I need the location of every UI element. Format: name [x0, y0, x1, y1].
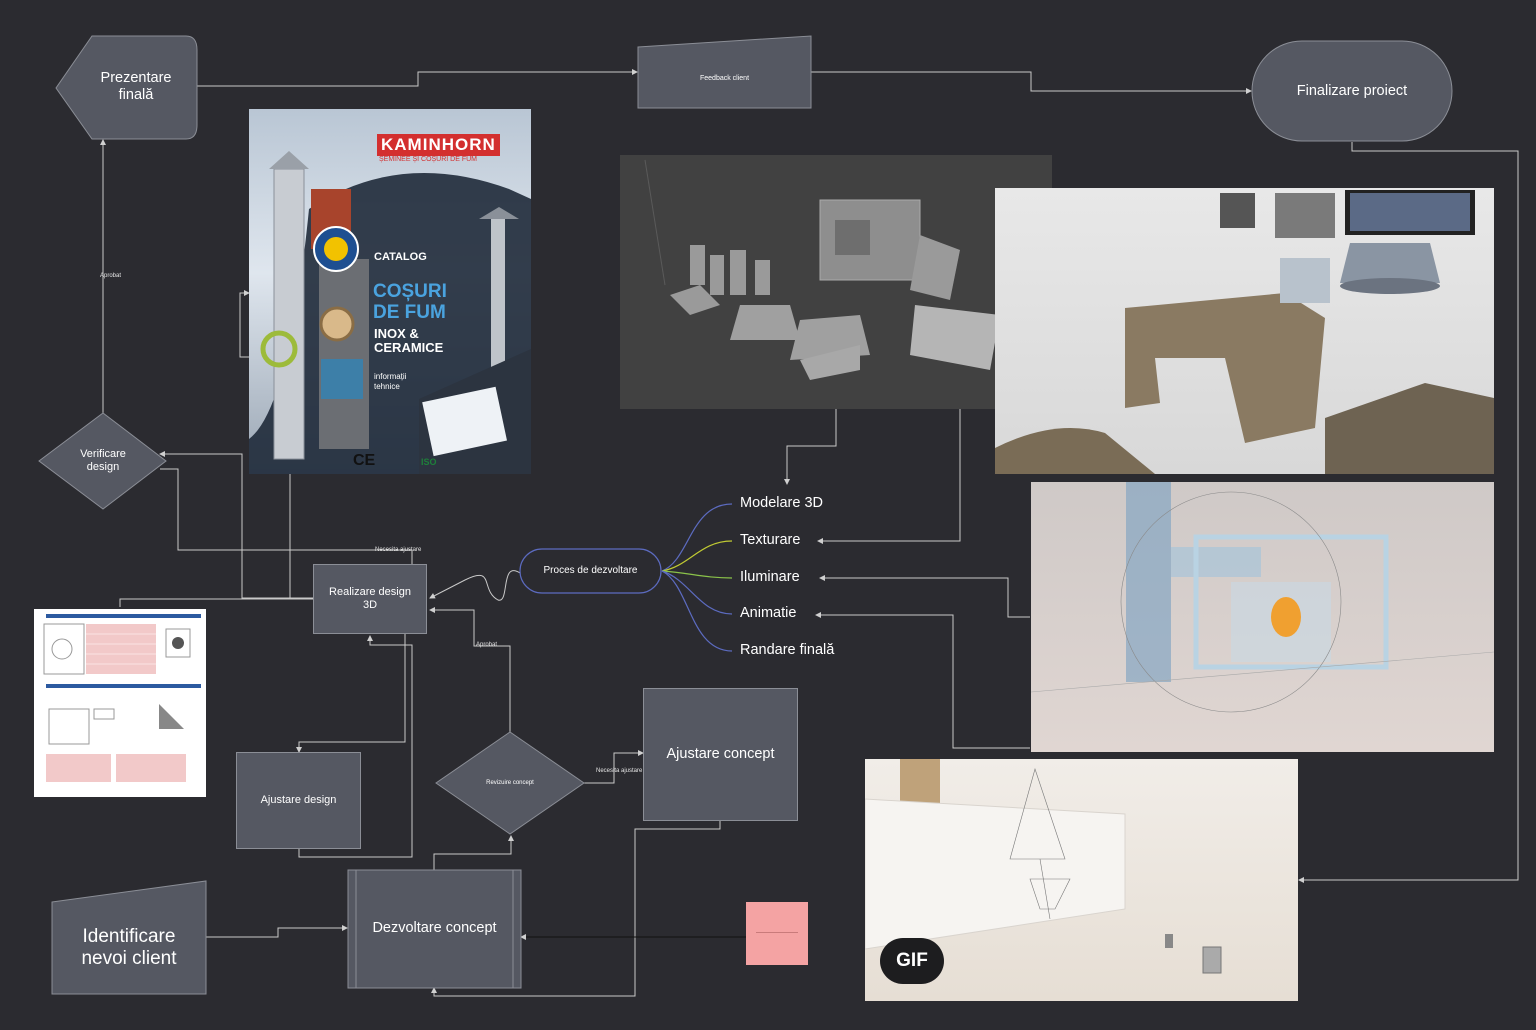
- mindmap-branch-randare: [661, 570, 733, 652]
- branch-texturare[interactable]: Texturare: [740, 532, 801, 548]
- dezvoltare-concept-shape[interactable]: [347, 869, 522, 989]
- revizuire-concept[interactable]: Revizuire concept: [486, 779, 534, 786]
- render-textured-image[interactable]: [995, 188, 1494, 474]
- dezvoltare-concept[interactable]: Dezvoltare concept: [372, 919, 497, 936]
- catalog-info-1: informații: [374, 372, 407, 381]
- edge-verificare-ajustare: [160, 468, 413, 567]
- edge-panel-iluminare: [819, 575, 1030, 618]
- sticky-note-line: [756, 932, 798, 933]
- branch-iluminare[interactable]: Iluminare: [740, 569, 800, 585]
- identificare-nevoi-client[interactable]: Identificare nevoi client: [81, 926, 177, 969]
- catalog-artwork: [249, 151, 531, 474]
- mindmap-branch-texturare: [661, 540, 733, 572]
- catalog-brand-sub: ȘEMINEE ȘI COȘURI DE FUM: [379, 156, 478, 163]
- edge-label-aprobat-mid: Aprobat: [476, 642, 498, 648]
- edge-panel-animatie: [815, 612, 1030, 749]
- edge-revizuire-ajustareconcept: [584, 750, 644, 784]
- verificare-design[interactable]: Verificare design: [80, 448, 126, 473]
- catalog-subtitle-1: INOX &: [374, 326, 419, 341]
- edge-spec-realizare: [119, 598, 313, 607]
- render-wireframe-artwork: [1031, 482, 1494, 713]
- edge-realizare-ajustaredesign: [296, 620, 406, 753]
- spec-sheet-artwork: [43, 614, 201, 782]
- proces-dezvoltare-shape[interactable]: [519, 548, 662, 594]
- realizare-design-3d[interactable]: Realizare design 3D: [313, 564, 427, 634]
- edge-ajustaredesign-realizare: [298, 635, 413, 858]
- edge-panel-texturare: [817, 409, 961, 544]
- edge-label-necesita-top: Necesita ajustare: [375, 547, 422, 553]
- catalog-brand: KAMINHORN: [377, 134, 500, 156]
- verificare-design-shape[interactable]: [38, 412, 167, 510]
- gif-badge: GIF: [880, 938, 944, 984]
- edge-label-necesita-right: Necesita ajustare: [596, 768, 643, 774]
- edge-proces-realizare: [429, 570, 521, 601]
- branch-animatie[interactable]: Animatie: [740, 605, 797, 621]
- edge-label-aprobat-top: Aprobat: [100, 273, 122, 279]
- feedback-client-shape[interactable]: [637, 35, 812, 109]
- edge-catalog-bracket: [239, 290, 250, 358]
- catalog-info-2: tehnice: [374, 382, 400, 391]
- edge-identificare-dezvoltare: [206, 925, 348, 938]
- identificare-nevoi-shape[interactable]: [51, 880, 207, 995]
- render-gif-artwork: [865, 759, 1222, 974]
- mindmap-branch-modelare: [661, 503, 733, 572]
- render-wireframe-image[interactable]: [1031, 482, 1494, 752]
- ajustare-concept[interactable]: Ajustare concept: [643, 688, 798, 821]
- mindmap-branch-animatie: [661, 570, 733, 615]
- catalog-ce-mark: CE: [353, 452, 376, 469]
- prezentare-finala[interactable]: Prezentare finală: [100, 70, 172, 103]
- edge-catalog-realizare: [289, 474, 313, 600]
- catalog-title-1: COȘURI: [373, 281, 447, 302]
- edge-ajustareconcept-dezvoltare: [431, 821, 721, 997]
- render-parts-artwork: [644, 159, 1000, 380]
- edge-finalizare-gif: [1298, 142, 1519, 883]
- render-textured-artwork: [995, 190, 1494, 474]
- revizuire-concept-shape[interactable]: [435, 731, 585, 835]
- catalog-subtitle-2: CERAMICE: [374, 340, 444, 355]
- pink-sticky-note[interactable]: [746, 902, 808, 965]
- proces-de-dezvoltare[interactable]: Proces de dezvoltare: [543, 565, 638, 577]
- prezentare-finala-shape[interactable]: [55, 35, 198, 140]
- render-parts-image[interactable]: [620, 155, 1052, 409]
- mindmap-branch-iluminare: [661, 570, 733, 579]
- catalog-title-2: DE FUM: [373, 302, 446, 323]
- catalog-iso-mark: ISO: [421, 457, 437, 467]
- edge-revizuire-realizare: [429, 607, 511, 732]
- finalizare-proiect[interactable]: Finalizare proiect: [1296, 82, 1408, 99]
- ajustare-design[interactable]: Ajustare design: [236, 752, 361, 849]
- edge-realizare-verificare: [159, 451, 313, 599]
- edge-render-modelare: [784, 409, 837, 485]
- branch-randare-finala[interactable]: Randare finală: [740, 642, 835, 658]
- edge-feedback-finalizare: [811, 71, 1252, 94]
- catalog-label: CATALOG: [374, 251, 427, 263]
- finalizare-proiect-shape[interactable]: [1251, 40, 1453, 142]
- edge-prezentare-feedback: [197, 69, 638, 87]
- spec-sheet-image[interactable]: [34, 609, 206, 797]
- feedback-client[interactable]: Feedback client: [699, 74, 750, 82]
- branch-modelare-3d[interactable]: Modelare 3D: [740, 495, 824, 511]
- catalog-cover-image[interactable]: KAMINHORN ȘEMINEE ȘI COȘURI DE FUM CATAL…: [249, 109, 531, 474]
- edge-dezvoltare-revizuire: [433, 835, 514, 870]
